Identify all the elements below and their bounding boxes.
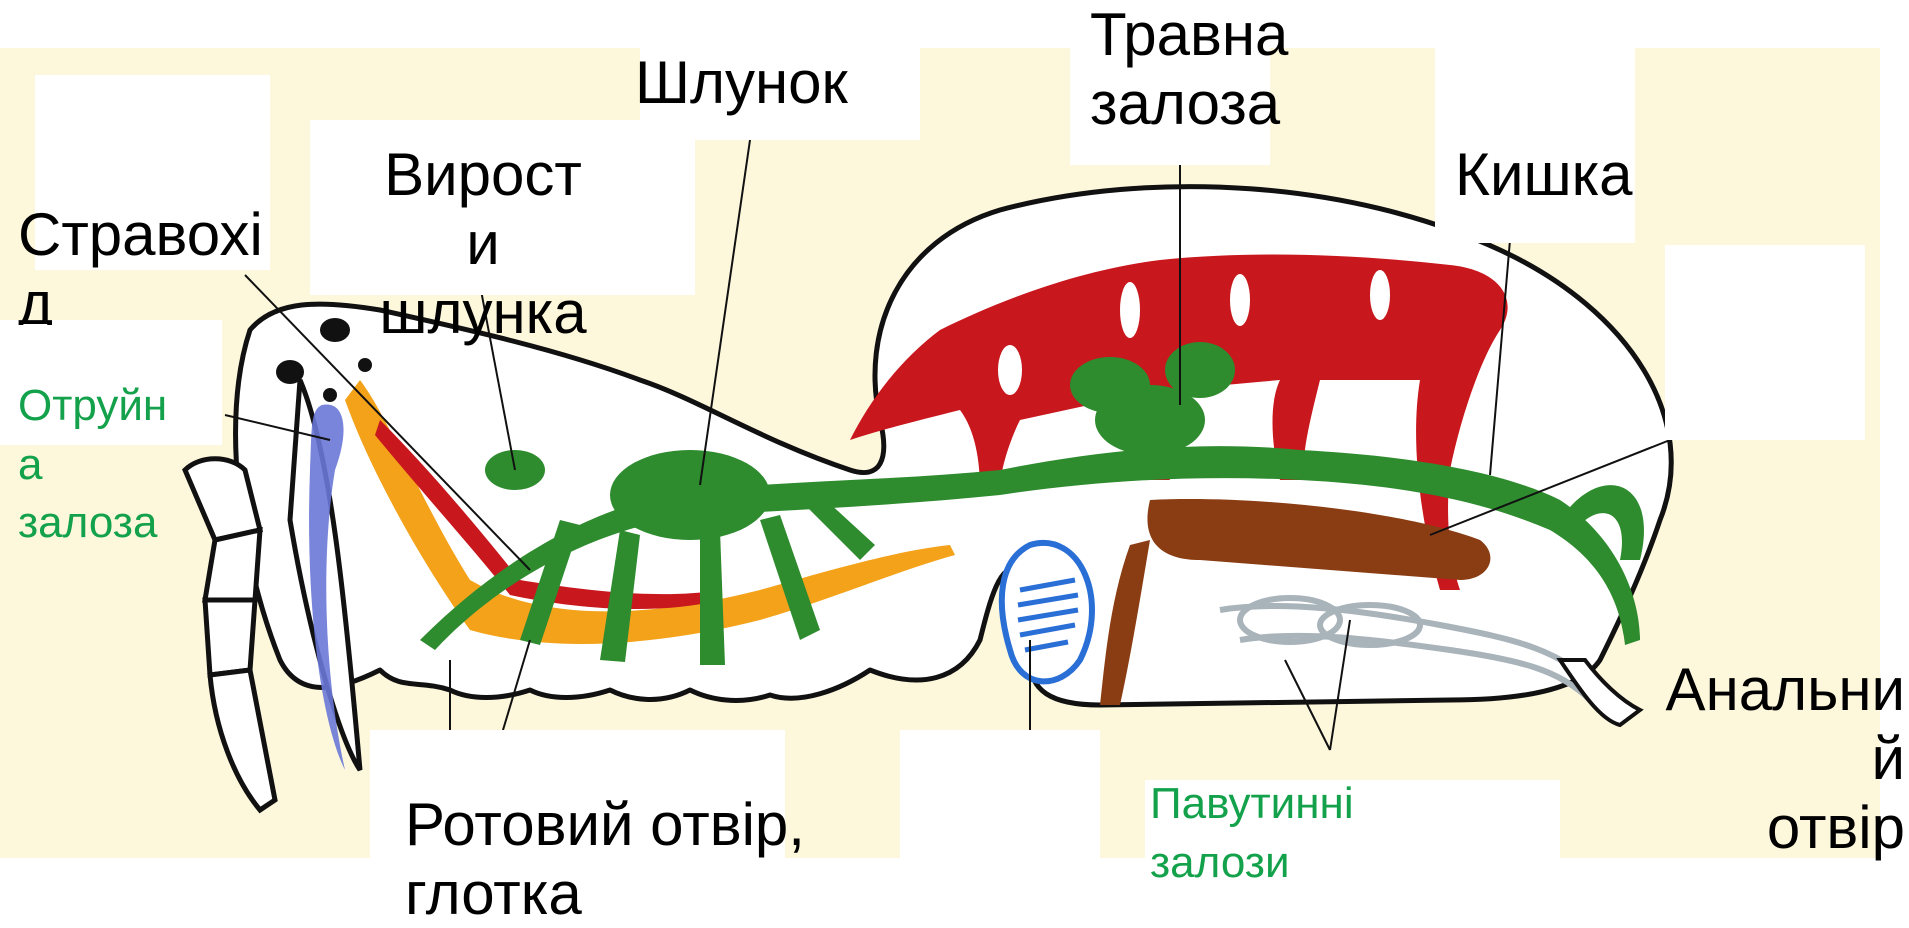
label-mouth-pharynx-line1: Ротовий отвір,	[405, 790, 805, 859]
label-silk-glands-line2: залози	[1150, 834, 1354, 893]
label-venom-gland-line2: а	[18, 436, 167, 495]
label-anal-opening-line1: Анальни	[1640, 655, 1905, 724]
label-gut: Кишка	[1455, 140, 1633, 209]
label-esophagus-line1: Стравохі	[18, 200, 263, 269]
label-digestive-gland-line2: залоза	[1090, 69, 1288, 138]
label-digestive-gland-line1: Травна	[1090, 0, 1288, 69]
label-stomach: Шлунок	[635, 48, 848, 117]
label-silk-glands: Павутинні залози	[1150, 775, 1354, 892]
label-gut-text: Кишка	[1455, 141, 1633, 208]
label-anal-opening-line2: й	[1640, 724, 1905, 793]
label-digestive-gland: Травна залоза	[1090, 0, 1288, 138]
label-stomach-outgrowths-line2: и	[368, 209, 598, 278]
label-anal-opening: Анальни й отвір	[1640, 655, 1905, 862]
label-stomach-outgrowths: Вирост и шлунка	[368, 140, 598, 347]
label-silk-glands-line1: Павутинні	[1150, 775, 1354, 834]
book-lung	[1002, 543, 1092, 681]
label-venom-gland: Отруйн а залоза	[18, 377, 167, 553]
label-esophagus: Стравохі д	[18, 200, 263, 325]
label-anal-opening-line3: отвір	[1640, 793, 1905, 862]
label-stomach-outgrowths-line1: Вирост	[368, 140, 598, 209]
label-venom-gland-line3: залоза	[18, 494, 167, 553]
label-stomach-outgrowths-line3: шлунка	[368, 278, 598, 347]
label-mouth-pharynx-line2: глотка	[405, 859, 805, 928]
label-mouth-pharynx: Ротовий отвір, глотка	[405, 790, 805, 928]
label-esophagus-line2: д	[18, 269, 263, 325]
label-venom-gland-line1: Отруйн	[18, 377, 167, 436]
label-stomach-text: Шлунок	[635, 49, 848, 116]
